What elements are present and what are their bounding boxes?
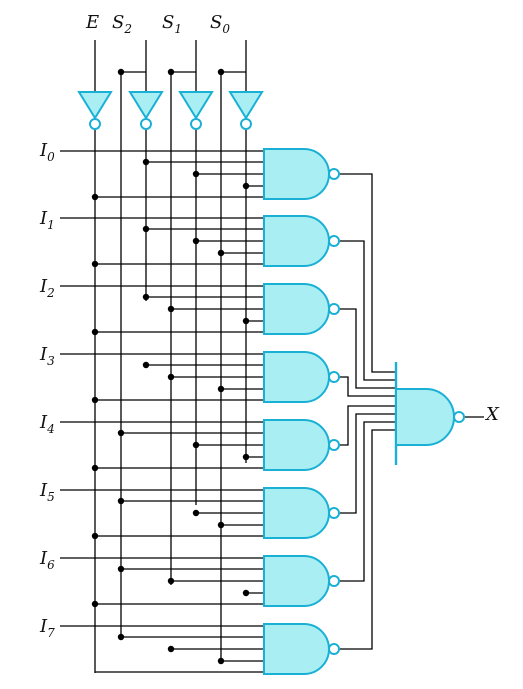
inverter-s0 xyxy=(228,91,264,120)
nand-bubble-2 xyxy=(328,303,340,315)
collector-nand-gate xyxy=(395,388,455,446)
inverter-bubble-s1 xyxy=(190,118,202,130)
junction-dot xyxy=(242,317,250,325)
junction-dot xyxy=(192,170,200,178)
inverter-bubble-s2 xyxy=(140,118,152,130)
junction-dot xyxy=(192,509,200,517)
gate-output-wire-2 xyxy=(339,308,396,389)
junction-dot xyxy=(117,429,125,437)
gate-output-wire-1 xyxy=(339,240,396,381)
junction-dot xyxy=(117,633,125,641)
junction-dot xyxy=(117,565,125,573)
input-label-s1: S1 xyxy=(162,12,182,36)
junction-dot xyxy=(142,225,150,233)
junction-dot xyxy=(242,182,250,190)
junction-dot xyxy=(91,396,99,404)
gate-output-wire-4 xyxy=(339,405,396,446)
input-label-i0: I0 xyxy=(39,140,55,164)
inverter-bubble-s0 xyxy=(240,118,252,130)
gate-output-wire-7 xyxy=(339,429,396,650)
junction-dot xyxy=(167,373,175,381)
inverter-s2 xyxy=(128,91,164,120)
junction-dot xyxy=(91,328,99,336)
nand-gate-6 xyxy=(263,555,330,607)
nand-gate-7 xyxy=(263,623,330,675)
input-label-i6: I6 xyxy=(39,548,55,572)
junction-dot xyxy=(242,589,250,597)
gates xyxy=(77,91,465,675)
gate-output-wire-3 xyxy=(339,376,396,397)
gate-output-wire-6 xyxy=(339,421,396,582)
junction-dots xyxy=(91,68,250,665)
input-label-e: E xyxy=(85,12,99,33)
inverter-e xyxy=(77,91,113,120)
junction-dot xyxy=(217,249,225,257)
junction-dot xyxy=(117,497,125,505)
input-label-i3: I3 xyxy=(39,344,55,368)
nand-bubble-3 xyxy=(328,371,340,383)
input-label-i7: I7 xyxy=(39,616,55,640)
nand-gate-1 xyxy=(263,215,330,267)
junction-dot xyxy=(91,193,99,201)
junction-dot xyxy=(91,260,99,268)
junction-dot xyxy=(217,68,225,76)
junction-dot xyxy=(142,293,150,301)
input-label-i1: I1 xyxy=(39,208,55,232)
junction-dot xyxy=(242,453,250,461)
nand-bubble-4 xyxy=(328,439,340,451)
nand-bubble-5 xyxy=(328,507,340,519)
junction-dot xyxy=(91,464,99,472)
junction-dot xyxy=(91,532,99,540)
junction-dot xyxy=(167,305,175,313)
nand-gate-2 xyxy=(263,283,330,335)
nand-bubble-6 xyxy=(328,575,340,587)
input-label-s2: S2 xyxy=(112,12,132,36)
nand-bubble-7 xyxy=(328,643,340,655)
junction-dot xyxy=(117,68,125,76)
input-label-i5: I5 xyxy=(39,480,55,504)
input-label-i4: I4 xyxy=(39,412,55,436)
input-label-i2: I2 xyxy=(39,276,55,300)
junction-dot xyxy=(142,158,150,166)
inverter-s1 xyxy=(178,91,214,120)
junction-dot xyxy=(167,577,175,585)
junction-dot xyxy=(192,441,200,449)
junction-dot xyxy=(217,385,225,393)
gate-output-wire-0 xyxy=(339,173,396,373)
nand-gate-4 xyxy=(263,419,330,471)
junction-dot xyxy=(167,68,175,76)
junction-dot xyxy=(217,657,225,665)
output-label-x: X xyxy=(484,404,500,425)
nand-gate-0 xyxy=(263,148,330,200)
nand-bubble-0 xyxy=(328,168,340,180)
inverter-bubble-e xyxy=(89,118,101,130)
junction-dot xyxy=(192,237,200,245)
nand-gate-3 xyxy=(263,351,330,403)
junction-dot xyxy=(167,645,175,653)
gate-output-wire-5 xyxy=(339,413,396,514)
junction-dot xyxy=(91,600,99,608)
collector-bubble xyxy=(453,411,465,423)
nand-gate-5 xyxy=(263,487,330,539)
junction-dot xyxy=(217,521,225,529)
nand-bubble-1 xyxy=(328,235,340,247)
input-label-s0: S0 xyxy=(210,12,230,36)
junction-dot xyxy=(142,361,150,369)
